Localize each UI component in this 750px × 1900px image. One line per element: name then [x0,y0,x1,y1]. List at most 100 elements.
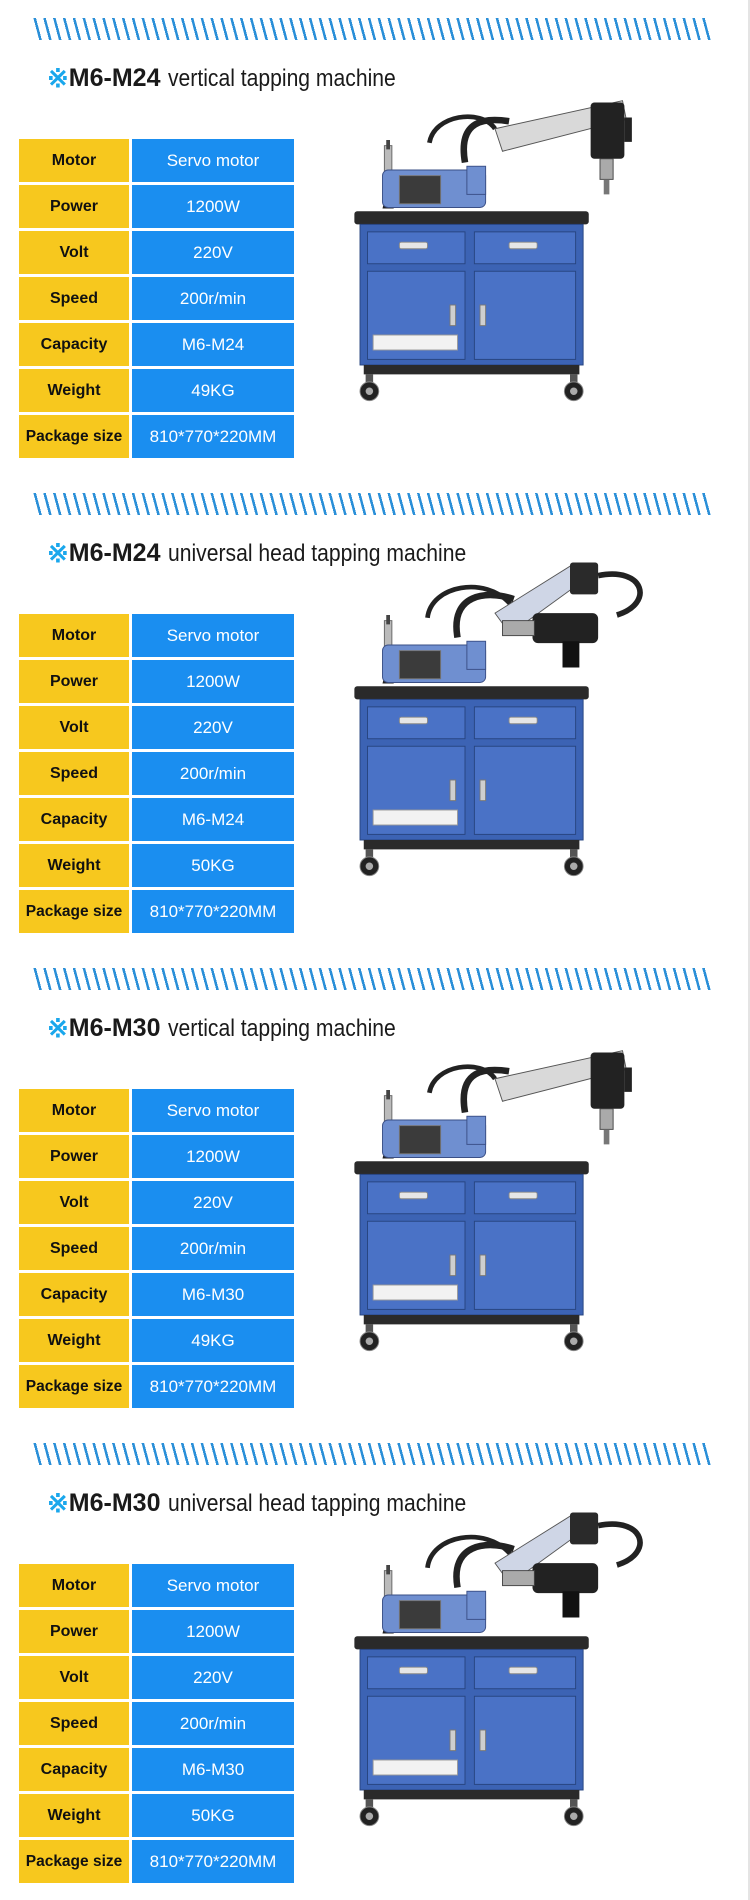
decorative-stripe-divider [32,18,712,40]
spec-label: Power [19,185,129,228]
spec-value: 49KG [129,369,294,412]
spec-label: Speed [19,1702,129,1745]
product-model: M6-M24 [68,64,161,92]
spec-value: M6-M24 [129,323,294,366]
machine-illustration [345,1010,645,1415]
product-name: universal head tapping machine [168,539,467,567]
spec-value: 1200W [129,185,294,228]
decorative-stripe-divider [32,1443,712,1465]
spec-label: Speed [19,1227,129,1270]
tapping-machine-icon [354,1050,632,1352]
spec-label: Power [19,1610,129,1653]
tapping-machine-icon [354,100,632,402]
spec-label: Motor [19,1089,129,1132]
spec-value: 50KG [129,844,294,887]
spec-label: Volt [19,706,129,749]
spec-value: 200r/min [129,277,294,320]
spec-value: 220V [129,231,294,274]
product-name: vertical tapping machine [168,64,397,92]
decorative-stripe-divider [32,493,712,515]
spec-label: Package size [19,1365,129,1408]
spec-label: Motor [19,1564,129,1607]
product-model: M6-M30 [68,1014,161,1042]
spec-value: 810*770*220MM [129,1365,294,1408]
spec-label: Weight [19,369,129,412]
spec-label: Capacity [19,1273,129,1316]
spec-value: 810*770*220MM [129,415,294,458]
spec-value: Servo motor [129,1564,294,1607]
spec-label: Weight [19,1319,129,1362]
machine-illustration [345,60,645,465]
spec-label: Package size [19,890,129,933]
spec-label: Volt [19,231,129,274]
spec-value: 50KG [129,1794,294,1837]
machine-illustration [345,535,645,940]
reference-mark-icon: ※ [47,1488,69,1518]
spec-label: Volt [19,1656,129,1699]
spec-value: 1200W [129,1610,294,1653]
reference-mark-icon: ※ [47,63,69,93]
spec-value: Servo motor [129,139,294,182]
spec-value: Servo motor [129,614,294,657]
spec-value: 200r/min [129,752,294,795]
reference-mark-icon: ※ [47,538,69,568]
page-edge-divider [748,0,750,1900]
spec-value: 200r/min [129,1702,294,1745]
spec-value: 1200W [129,660,294,703]
spec-value: Servo motor [129,1089,294,1132]
spec-value: 220V [129,1181,294,1224]
spec-label: Weight [19,1794,129,1837]
spec-label: Motor [19,614,129,657]
spec-label: Speed [19,752,129,795]
machine-illustration [345,1485,645,1890]
spec-label: Capacity [19,1748,129,1791]
spec-label: Power [19,1135,129,1178]
spec-value: 200r/min [129,1227,294,1270]
tapping-machine-icon [354,1512,643,1827]
product-model: M6-M30 [68,1489,161,1517]
spec-value: 810*770*220MM [129,890,294,933]
spec-label: Volt [19,1181,129,1224]
spec-value: M6-M24 [129,798,294,841]
decorative-stripe-divider [32,968,712,990]
spec-label: Package size [19,1840,129,1883]
spec-label: Package size [19,415,129,458]
product-model: M6-M24 [68,539,161,567]
spec-label: Capacity [19,798,129,841]
spec-label: Capacity [19,323,129,366]
